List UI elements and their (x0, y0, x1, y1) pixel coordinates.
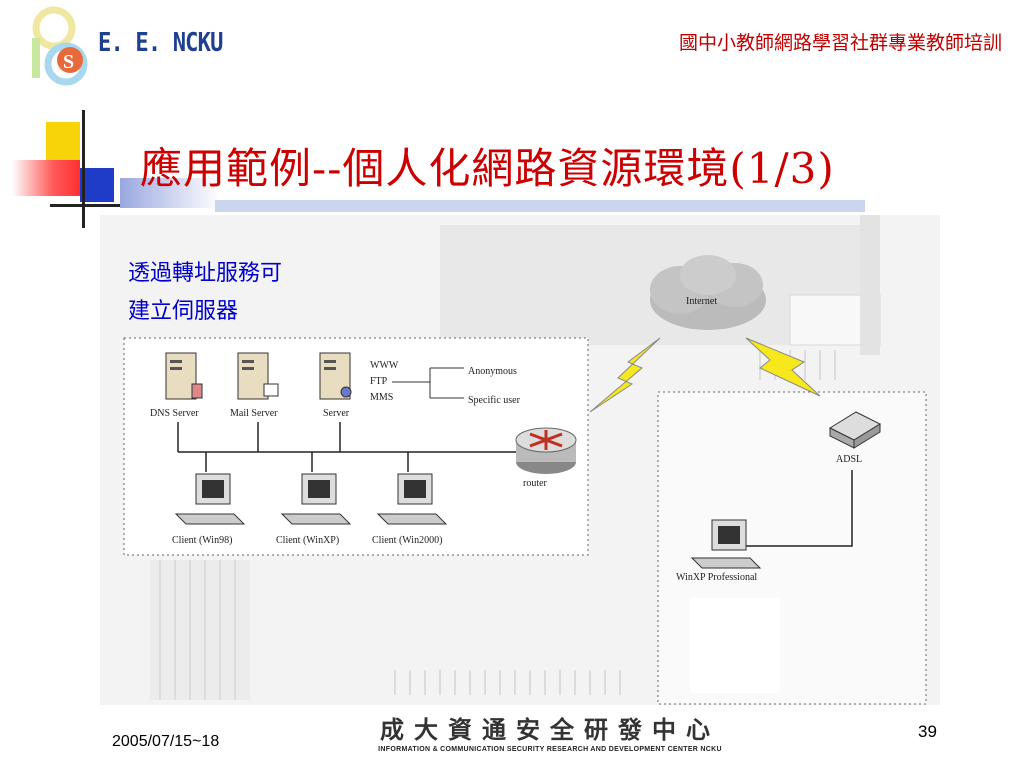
internet-label: Internet (686, 296, 717, 307)
decor-red-bar (12, 160, 80, 196)
internet-cloud-icon (650, 255, 766, 330)
lightning-icon (745, 337, 821, 397)
adsl-label: ADSL (836, 454, 862, 465)
decor-fade-bar (120, 178, 220, 208)
footer-date: 2005/07/15~18 (112, 733, 220, 750)
logo-text: E. E. NCKU (98, 28, 223, 58)
adsl-modem-icon (828, 411, 882, 449)
title-underline (215, 200, 865, 212)
dns-server-label: DNS Server (150, 408, 199, 419)
winxp-label: WinXP Professional (676, 572, 757, 583)
decor-yellow-square (46, 122, 80, 162)
client-computer-icon (280, 473, 352, 525)
footer-org-en: INFORMATION & COMMUNICATION SECURITY RES… (378, 746, 722, 753)
slide-caption: 透過轉址服務可 建立伺服器 (128, 255, 282, 331)
footer-org: 成大資通安全研發中心 INFORMATION & COMMUNICATION S… (344, 710, 756, 753)
decor-blue-square (80, 168, 114, 202)
course-title: 國中小教師網路學習社群專業教師培訓 (678, 32, 1002, 54)
access-specific-user: Specific user (468, 395, 521, 406)
client-computer-icon (174, 473, 246, 525)
router-icon (515, 427, 577, 474)
mail-server-label: Mail Server (230, 408, 278, 419)
router-label: router (523, 478, 548, 489)
mail-server-icon (237, 352, 279, 400)
client-win98-label: Client (Win98) (172, 535, 232, 546)
server-label: Server (323, 408, 350, 419)
client-win2000-label: Client (Win2000) (372, 535, 442, 546)
is-logo-icon: S (32, 6, 88, 86)
service-mms: MMS (370, 392, 393, 403)
decor-vertical-line (82, 110, 85, 228)
lightning-icon (589, 337, 661, 413)
footer-org-cn: 成大資通安全研發中心 (380, 715, 720, 744)
winxp-computer-icon (690, 519, 762, 569)
access-anonymous: Anonymous (468, 366, 517, 377)
client-computer-icon (376, 473, 448, 525)
page-number: 39 (918, 722, 937, 741)
web-server-icon (319, 352, 352, 400)
decor-horizontal-line (50, 204, 130, 207)
service-ftp: FTP (370, 376, 388, 387)
client-winxp-label: Client (WinXP) (276, 535, 339, 546)
caption-line-1: 透過轉址服務可 (128, 261, 283, 286)
slide-title: 應用範例--個人化網路資源環境(1/3) (140, 144, 835, 193)
svg-text:S: S (63, 51, 74, 73)
caption-line-2: 建立伺服器 (128, 299, 239, 324)
dns-server-icon (165, 352, 203, 400)
service-www: WWW (370, 360, 399, 371)
